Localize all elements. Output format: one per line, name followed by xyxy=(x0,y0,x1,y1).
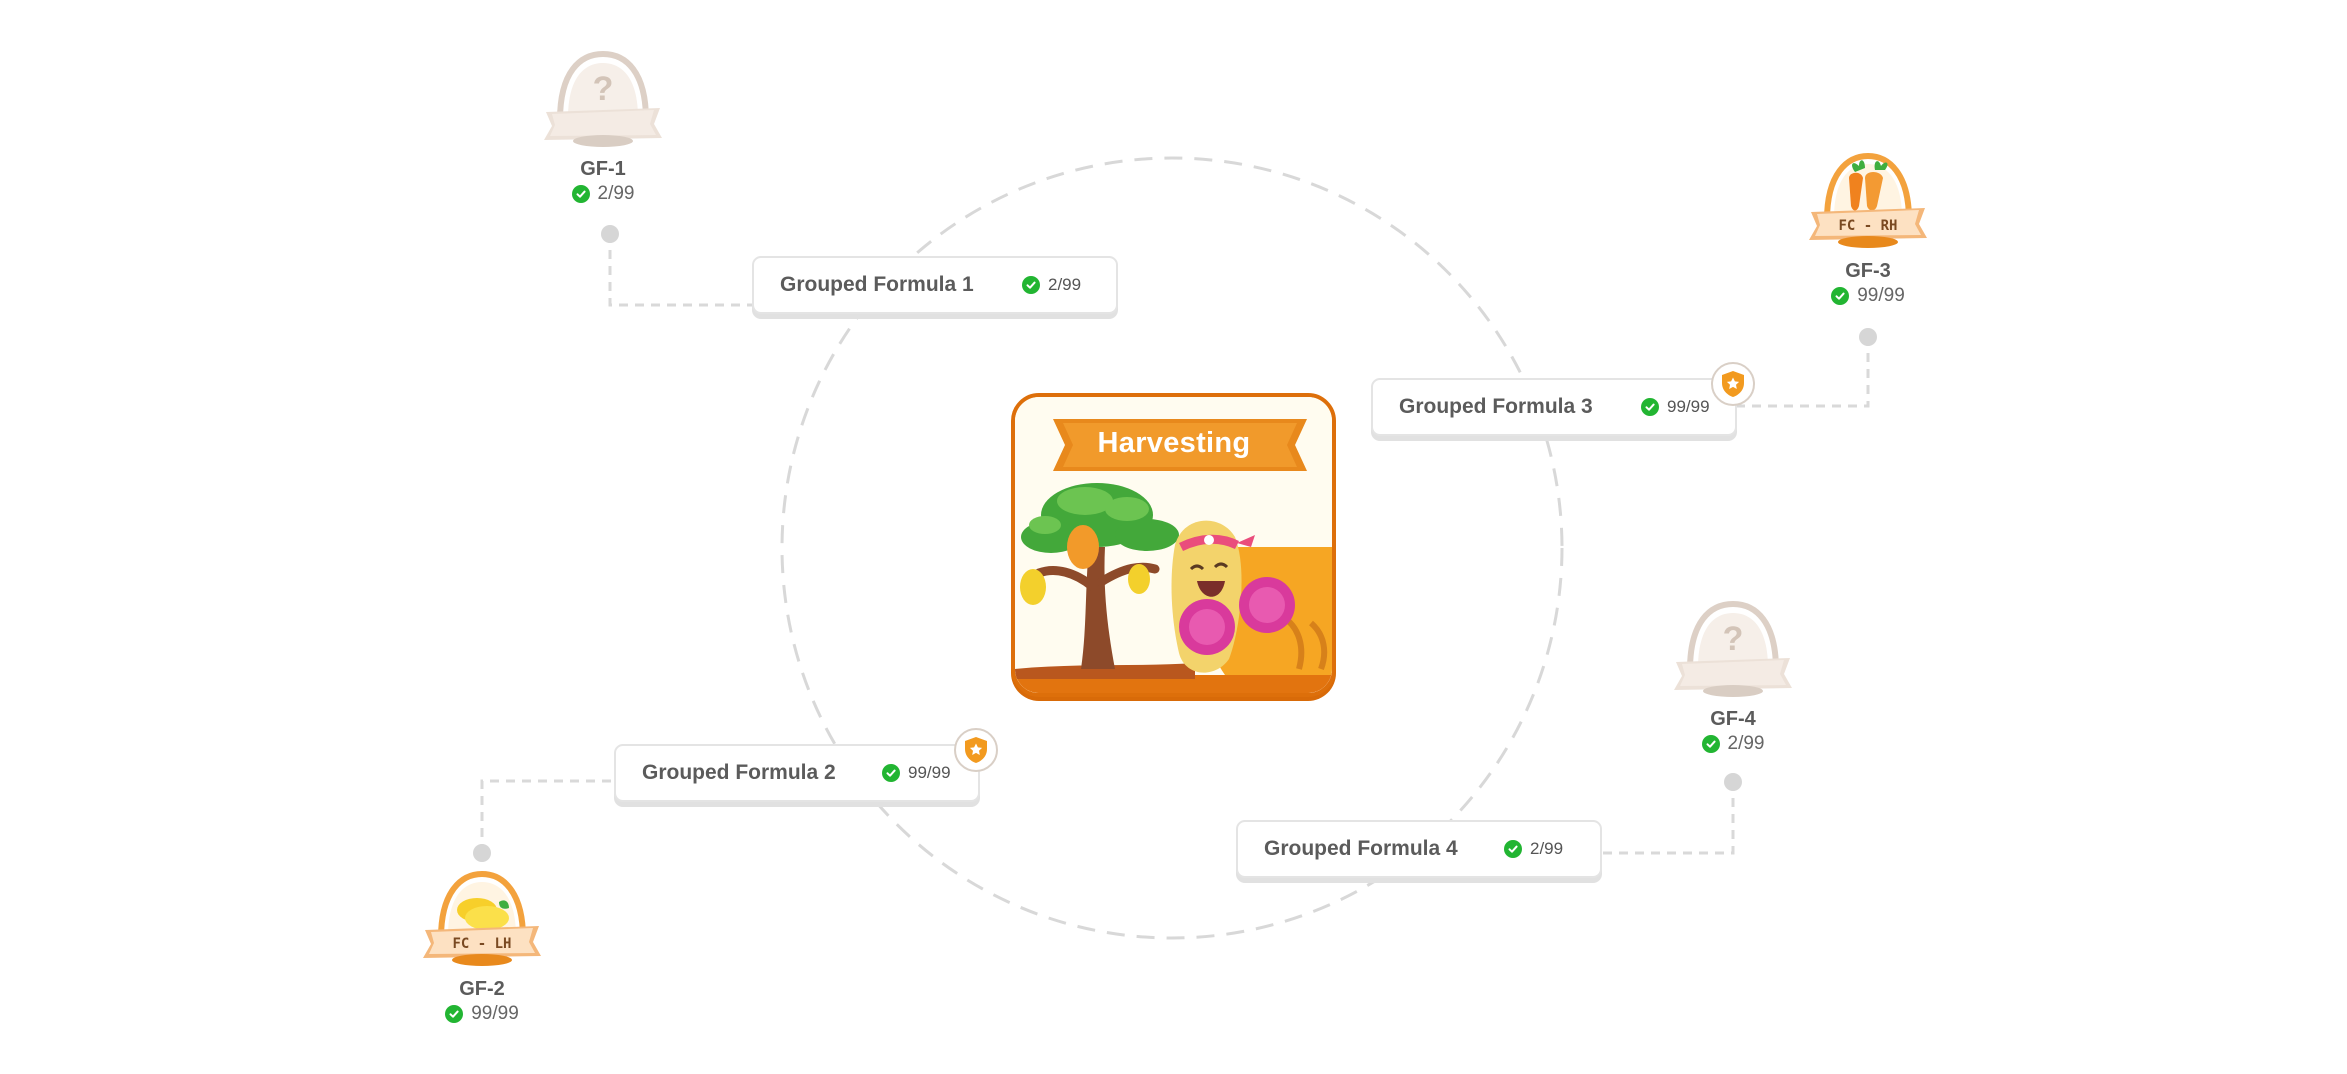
check-icon xyxy=(1831,287,1850,305)
check-icon xyxy=(445,1005,464,1023)
node-count-value: 2/99 xyxy=(1727,733,1765,754)
harvesting-illustration xyxy=(1015,397,1332,693)
link-dot-gf4 xyxy=(1724,773,1742,791)
gf-2-node[interactable]: FC - LH GF-2 99/99 xyxy=(402,868,562,1025)
check-icon xyxy=(882,764,900,782)
grouped-formula-label: Grouped Formula 4 xyxy=(1264,837,1458,860)
star-shield-icon xyxy=(954,728,998,772)
grouped-formula-label: Grouped Formula 3 xyxy=(1399,395,1593,418)
grouped-formula-label: Grouped Formula 1 xyxy=(780,273,974,296)
node-count: 99/99 xyxy=(402,1003,562,1025)
grouped-formula-count: 99/99 xyxy=(908,763,951,782)
node-count: 99/99 xyxy=(1788,285,1948,307)
node-count-value: 99/99 xyxy=(471,1003,519,1024)
star-shield-icon xyxy=(1711,362,1755,406)
center-title: Harvesting xyxy=(1097,426,1251,459)
grouped-formula-status: 99/99 xyxy=(882,763,951,783)
question-basket-icon: ? xyxy=(544,50,662,147)
link-gf2 xyxy=(480,779,614,853)
grouped-formula-status: 2/99 xyxy=(1022,275,1081,295)
node-count-value: 2/99 xyxy=(597,183,635,204)
node-count: 2/99 xyxy=(523,183,683,205)
node-count-value: 99/99 xyxy=(1857,285,1905,306)
gf-4-node[interactable]: ? GF-4 2/99 xyxy=(1653,598,1813,755)
node-count: 2/99 xyxy=(1653,733,1813,755)
grouped-formula-1-card[interactable]: Grouped Formula 1 2/99 xyxy=(752,256,1118,314)
link-dot-gf2 xyxy=(473,844,491,862)
grouped-formula-4-card[interactable]: Grouped Formula 4 2/99 xyxy=(1236,820,1602,878)
node-code: GF-4 xyxy=(1710,708,1756,730)
check-icon xyxy=(1641,398,1659,416)
gf-3-node[interactable]: FC - RH GF-3 99/99 xyxy=(1788,150,1948,307)
link-gf4 xyxy=(1602,782,1735,855)
link-dot-gf3 xyxy=(1859,328,1877,346)
node-code: GF-3 xyxy=(1845,260,1891,282)
link-gf1 xyxy=(608,234,752,307)
gf-1-node[interactable]: ? GF-1 2/99 xyxy=(523,48,683,205)
question-basket-icon: ? xyxy=(1674,600,1792,697)
carrot-basket-icon: FC - RH xyxy=(1809,152,1927,248)
check-icon xyxy=(571,185,590,203)
node-code: GF-1 xyxy=(580,158,626,180)
link-dot-gf1 xyxy=(601,225,619,243)
orbit-ring xyxy=(780,156,1564,940)
harvesting-card[interactable]: Harvesting xyxy=(1011,393,1336,697)
grouped-formula-2-card[interactable]: Grouped Formula 2 99/99 xyxy=(614,744,980,802)
grouped-formula-count: 2/99 xyxy=(1048,275,1082,294)
lemon-basket-icon: FC - LH xyxy=(423,870,541,966)
svg-text:?: ? xyxy=(593,70,614,108)
svg-text:?: ? xyxy=(1723,620,1744,658)
basket-tag: FC - RH xyxy=(1838,218,1897,234)
check-icon xyxy=(1701,735,1720,753)
grouped-formula-status: 2/99 xyxy=(1504,839,1563,859)
grouped-formula-count: 99/99 xyxy=(1667,397,1710,416)
grouped-formula-status: 99/99 xyxy=(1641,397,1710,417)
basket-tag: FC - LH xyxy=(452,936,511,952)
check-icon xyxy=(1504,840,1522,858)
grouped-formula-count: 2/99 xyxy=(1530,839,1564,858)
check-icon xyxy=(1022,276,1040,294)
grouped-formula-3-card[interactable]: Grouped Formula 3 99/99 xyxy=(1371,378,1737,436)
link-gf3 xyxy=(1737,337,1870,408)
node-code: GF-2 xyxy=(459,978,505,1000)
grouped-formula-label: Grouped Formula 2 xyxy=(642,761,836,784)
